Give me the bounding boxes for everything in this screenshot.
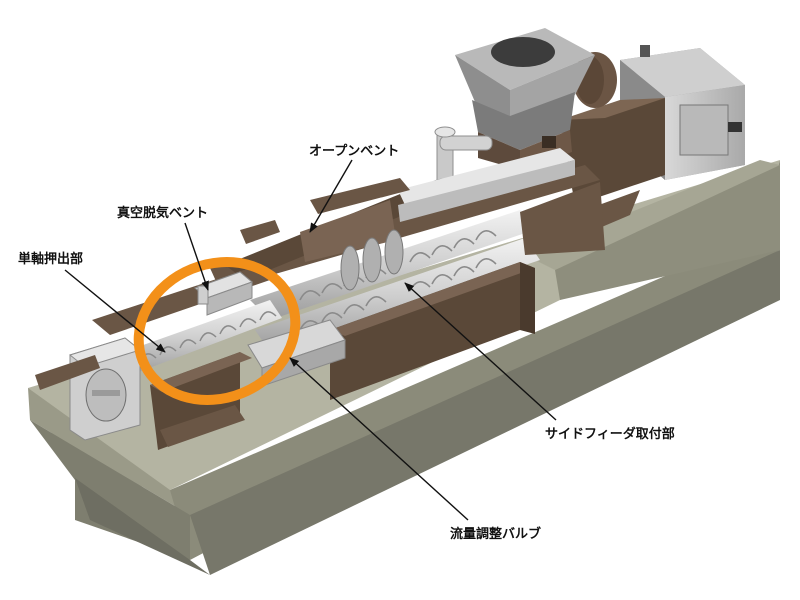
label-side-feeder: サイドフィーダ取付部 — [545, 426, 675, 442]
barrel-front — [330, 182, 605, 400]
leader-lines — [64, 159, 557, 521]
labels: オープンベント 真空脱気ベント 単軸押出部 サイドフィーダ取付部 流量調整バルブ — [18, 144, 675, 542]
leader-side-feeder — [404, 282, 557, 421]
label-single-screw: 単軸押出部 — [18, 251, 83, 267]
leader-flow-valve — [289, 357, 469, 521]
leader-single-screw — [64, 269, 166, 353]
label-open-vent: オープンベント — [309, 144, 399, 159]
label-flow-valve: 流量調整バルブ — [450, 526, 541, 542]
barrel-back — [210, 148, 600, 290]
highlight-ring — [133, 257, 301, 405]
leader-vacuum-vent — [184, 222, 209, 291]
label-vacuum-vent: 真空脱気ベント — [117, 205, 208, 221]
flange-plates — [35, 178, 410, 447]
hopper — [455, 28, 595, 170]
leader-open-vent — [309, 159, 353, 233]
